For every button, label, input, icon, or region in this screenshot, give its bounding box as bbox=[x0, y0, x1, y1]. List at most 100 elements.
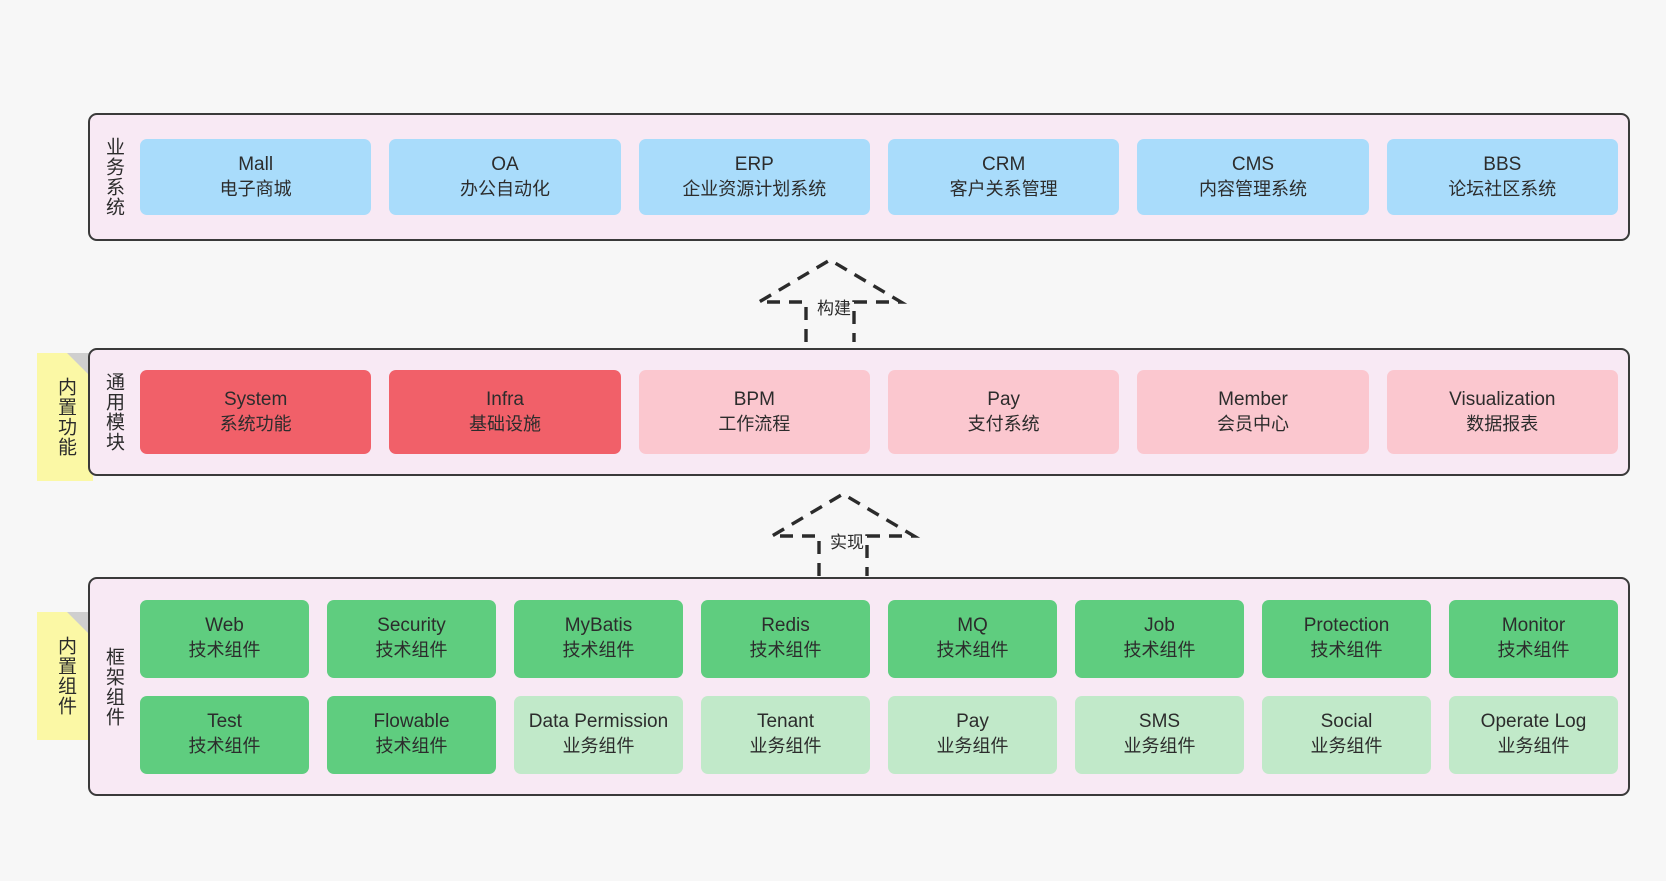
box-mall-cn: 电子商城 bbox=[219, 178, 292, 199]
box-operate-log-cn: 业务组件 bbox=[1497, 736, 1570, 757]
box-data-permission-cn: 业务组件 bbox=[562, 736, 635, 757]
box-system-en: System bbox=[223, 388, 288, 410]
box-data-permission[interactable]: Data Permission 业务组件 bbox=[514, 695, 683, 774]
box-pay-module-cn: 支付系统 bbox=[967, 413, 1040, 434]
arrow-build: 构建 bbox=[752, 258, 908, 342]
box-social[interactable]: Social 业务组件 bbox=[1262, 695, 1431, 774]
box-mq-cn: 技术组件 bbox=[936, 640, 1009, 661]
box-flowable[interactable]: Flowable 技术组件 bbox=[327, 695, 496, 774]
box-social-en: Social bbox=[1320, 711, 1373, 733]
box-pay-module[interactable]: Pay 支付系统 bbox=[887, 370, 1120, 454]
box-mybatis[interactable]: MyBatis 技术组件 bbox=[514, 599, 683, 678]
box-protection-en: Protection bbox=[1303, 615, 1390, 637]
box-web-en: Web bbox=[205, 615, 244, 637]
box-crm[interactable]: CRM 客户关系管理 bbox=[887, 139, 1120, 215]
arrow-build-shape bbox=[752, 258, 908, 342]
box-sms[interactable]: SMS 业务组件 bbox=[1075, 695, 1244, 774]
box-bpm-en: BPM bbox=[733, 388, 775, 410]
box-sms-cn: 业务组件 bbox=[1123, 736, 1196, 757]
box-monitor-cn: 技术组件 bbox=[1497, 640, 1570, 661]
box-system-cn: 系统功能 bbox=[219, 413, 292, 434]
box-pay-module-en: Pay bbox=[987, 388, 1021, 410]
box-pay-component[interactable]: Pay 业务组件 bbox=[888, 695, 1057, 774]
box-oa[interactable]: OA 办公自动化 bbox=[389, 139, 621, 215]
box-sms-en: SMS bbox=[1138, 711, 1181, 733]
box-visualization-en: Visualization bbox=[1449, 388, 1556, 410]
box-mall[interactable]: Mall 电子商城 bbox=[140, 139, 372, 215]
layer-framework-components-body: Web 技术组件 Security 技术组件 MyBatis 技术组件 Redi… bbox=[136, 579, 1628, 794]
box-erp[interactable]: ERP 企业资源计划系统 bbox=[638, 139, 870, 215]
box-tenant-en: Tenant bbox=[756, 711, 815, 733]
box-monitor-en: Monitor bbox=[1501, 615, 1566, 637]
note-builtin-components-label: 内置组件 bbox=[55, 636, 77, 716]
layer-framework-components-title: 框架组件 bbox=[103, 646, 125, 727]
box-pay-component-en: Pay bbox=[956, 711, 989, 733]
box-protection[interactable]: Protection 技术组件 bbox=[1262, 599, 1431, 678]
box-job-cn: 技术组件 bbox=[1123, 640, 1196, 661]
box-crm-cn: 客户关系管理 bbox=[949, 178, 1058, 199]
layer-common-modules-body: System 系统功能 Infra 基础设施 BPM 工作流程 Pay 支付系统… bbox=[136, 350, 1628, 474]
box-member-en: Member bbox=[1218, 388, 1288, 410]
box-mybatis-en: MyBatis bbox=[564, 615, 633, 637]
box-erp-en: ERP bbox=[734, 153, 774, 175]
layer-business-systems-title: 业务系统 bbox=[103, 137, 125, 217]
box-security[interactable]: Security 技术组件 bbox=[327, 599, 496, 678]
box-bpm[interactable]: BPM 工作流程 bbox=[638, 370, 870, 454]
box-crm-en: CRM bbox=[982, 153, 1026, 175]
note-builtin-features: 内置功能 bbox=[37, 353, 93, 481]
box-mall-en: Mall bbox=[238, 153, 274, 175]
box-monitor[interactable]: Monitor 技术组件 bbox=[1449, 599, 1618, 678]
box-infra-cn: 基础设施 bbox=[468, 413, 541, 434]
box-visualization-cn: 数据报表 bbox=[1466, 413, 1539, 434]
framework-tech-row: Web 技术组件 Security 技术组件 MyBatis 技术组件 Redi… bbox=[140, 599, 1618, 678]
layer-common-modules-title: 通用模块 bbox=[103, 372, 125, 452]
layer-framework-components: 框架组件 Web 技术组件 Security 技术组件 MyBatis 技术组件… bbox=[88, 577, 1630, 796]
box-redis-cn: 技术组件 bbox=[749, 640, 822, 661]
box-flowable-cn: 技术组件 bbox=[375, 736, 448, 757]
arrow-implement-label: 实现 bbox=[830, 533, 864, 552]
box-cms-en: CMS bbox=[1231, 153, 1275, 175]
box-infra[interactable]: Infra 基础设施 bbox=[389, 370, 621, 454]
box-web[interactable]: Web 技术组件 bbox=[140, 599, 309, 678]
box-web-cn: 技术组件 bbox=[188, 640, 261, 661]
framework-business-row: Test 技术组件 Flowable 技术组件 Data Permission … bbox=[140, 695, 1618, 774]
box-tenant-cn: 业务组件 bbox=[749, 736, 822, 757]
box-member-cn: 会员中心 bbox=[1216, 413, 1289, 434]
note-builtin-components: 内置组件 bbox=[37, 612, 93, 740]
box-tenant[interactable]: Tenant 业务组件 bbox=[701, 695, 870, 774]
box-job-en: Job bbox=[1144, 615, 1175, 637]
business-systems-row: Mall 电子商城 OA 办公自动化 ERP 企业资源计划系统 CRM 客户关系… bbox=[140, 139, 1618, 215]
box-redis-en: Redis bbox=[761, 615, 810, 637]
box-redis[interactable]: Redis 技术组件 bbox=[701, 599, 870, 678]
box-visualization[interactable]: Visualization 数据报表 bbox=[1386, 370, 1618, 454]
box-bbs-cn: 论坛社区系统 bbox=[1448, 178, 1557, 199]
box-test-cn: 技术组件 bbox=[188, 736, 261, 757]
box-system[interactable]: System 系统功能 bbox=[140, 370, 372, 454]
layer-business-systems-body: Mall 电子商城 OA 办公自动化 ERP 企业资源计划系统 CRM 客户关系… bbox=[136, 115, 1628, 239]
box-operate-log-en: Operate Log bbox=[1480, 711, 1587, 733]
box-pay-component-cn: 业务组件 bbox=[936, 736, 1009, 757]
box-mybatis-cn: 技术组件 bbox=[562, 640, 635, 661]
box-test[interactable]: Test 技术组件 bbox=[140, 695, 309, 774]
box-bpm-cn: 工作流程 bbox=[718, 413, 791, 434]
box-operate-log[interactable]: Operate Log 业务组件 bbox=[1449, 695, 1618, 774]
box-data-permission-en: Data Permission bbox=[528, 711, 669, 733]
box-member[interactable]: Member 会员中心 bbox=[1137, 370, 1369, 454]
box-cms[interactable]: CMS 内容管理系统 bbox=[1137, 139, 1369, 215]
layer-common-modules: 通用模块 System 系统功能 Infra 基础设施 BPM 工作流程 Pay… bbox=[88, 348, 1630, 476]
arrow-implement-shape bbox=[765, 492, 921, 576]
arrow-implement: 实现 bbox=[765, 492, 921, 576]
box-protection-cn: 技术组件 bbox=[1310, 640, 1383, 661]
common-modules-row: System 系统功能 Infra 基础设施 BPM 工作流程 Pay 支付系统… bbox=[140, 370, 1618, 454]
box-erp-cn: 企业资源计划系统 bbox=[682, 178, 827, 199]
note-builtin-features-label: 内置功能 bbox=[55, 377, 77, 457]
box-bbs[interactable]: BBS 论坛社区系统 bbox=[1386, 139, 1618, 215]
box-infra-en: Infra bbox=[485, 388, 524, 410]
box-job[interactable]: Job 技术组件 bbox=[1075, 599, 1244, 678]
box-test-en: Test bbox=[207, 711, 242, 733]
box-mq[interactable]: MQ 技术组件 bbox=[888, 599, 1057, 678]
layer-business-systems: 业务系统 Mall 电子商城 OA 办公自动化 ERP 企业资源计划系统 CRM… bbox=[88, 113, 1630, 241]
box-oa-en: OA bbox=[491, 153, 519, 175]
box-bbs-en: BBS bbox=[1483, 153, 1522, 175]
